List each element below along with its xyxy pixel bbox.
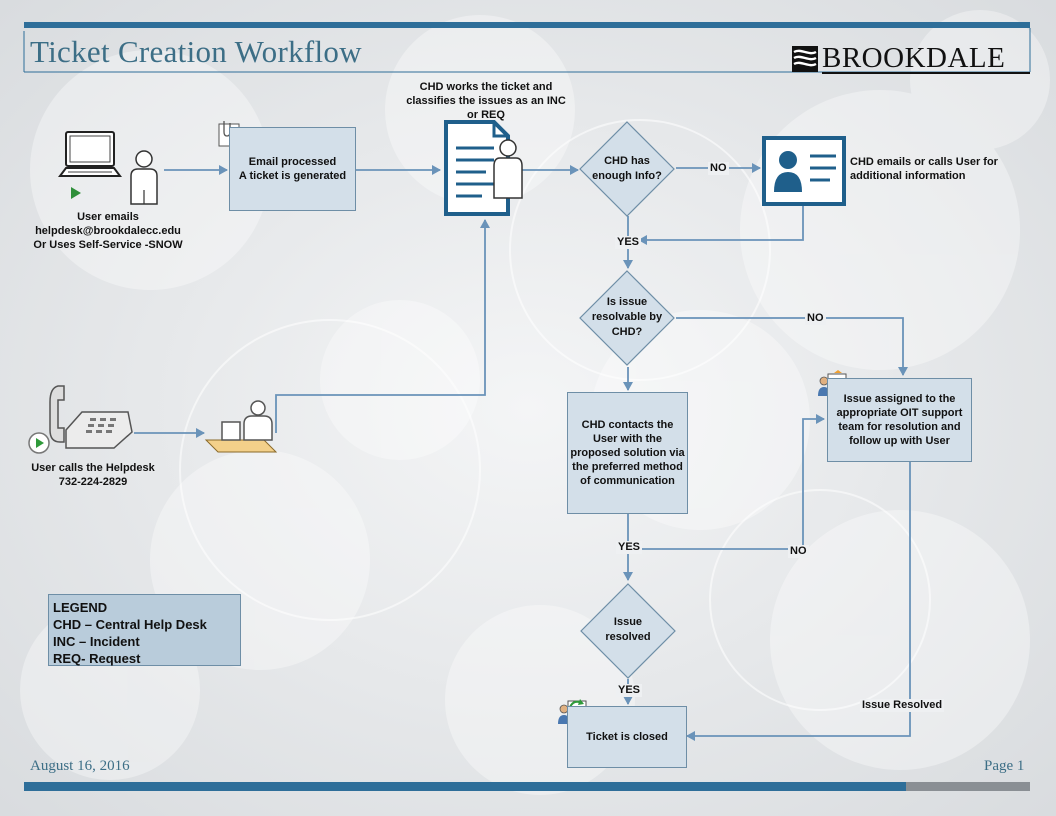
issue-resolved-diamond	[580, 583, 676, 679]
footer-date: August 16, 2016	[30, 758, 130, 774]
play-circle-icon	[28, 432, 50, 454]
document-person-icon	[444, 120, 523, 216]
no-info-label: NO	[708, 162, 729, 175]
chd-emails-user-label: CHD emails or calls User for additional …	[850, 156, 998, 182]
email-processed-box: Email processed A ticket is generated	[229, 127, 356, 211]
logo-text: BROOKDALE	[822, 42, 1006, 74]
footer-page: Page 1	[984, 758, 1025, 774]
chd-contacts-user-box: CHD contacts the User with the proposed …	[567, 392, 688, 514]
user-calls-label: User calls the Helpdesk 732-224-2829	[31, 462, 155, 488]
ticket-closed-box: Ticket is closed	[567, 706, 687, 768]
logo-mark-icon	[792, 46, 818, 72]
computer-icon	[58, 131, 122, 177]
issue-assigned-box: Issue assigned to the appropriate OIT su…	[827, 378, 972, 462]
legend-item-req: REQ- Request	[53, 651, 141, 666]
legend-box: LEGEND CHD – Central Help Desk INC – Inc…	[48, 594, 241, 666]
contact-card-icon	[762, 136, 846, 206]
enough-info-diamond	[579, 121, 675, 217]
desk-worker-icon	[204, 400, 278, 453]
brookdale-logo	[792, 44, 1030, 74]
legend-item-inc: INC – Incident	[53, 634, 140, 649]
user-emails-label: User emails helpdesk@brookdalecc.edu Or …	[33, 211, 183, 251]
legend-item-chd: CHD – Central Help Desk	[53, 617, 207, 632]
chd-works-label: CHD works the ticket and classifies the …	[406, 81, 566, 121]
yes-info-label: YES	[615, 236, 642, 249]
telephone-icon	[49, 385, 133, 449]
yes-resolved-label: YES	[616, 684, 643, 697]
page-title: Ticket Creation Workflow	[30, 34, 362, 69]
yes-contacts-label: YES	[616, 541, 643, 554]
resolvable-label: Is issue resolvable by CHD?	[591, 296, 663, 338]
resolvable-diamond	[579, 270, 675, 366]
legend-title: LEGEND	[53, 600, 108, 615]
issue-resolved-diamond-label: Issue resolved	[605, 616, 651, 643]
issue-resolved-edge-label: Issue Resolved	[860, 699, 945, 712]
logo-underline	[822, 72, 1030, 74]
play-icon	[71, 187, 81, 199]
no-resolvable-label: NO	[805, 312, 826, 325]
no-contacts-label: NO	[788, 545, 809, 558]
enough-info-label: CHD has enough Info?	[592, 155, 662, 182]
user-icon	[130, 150, 158, 205]
